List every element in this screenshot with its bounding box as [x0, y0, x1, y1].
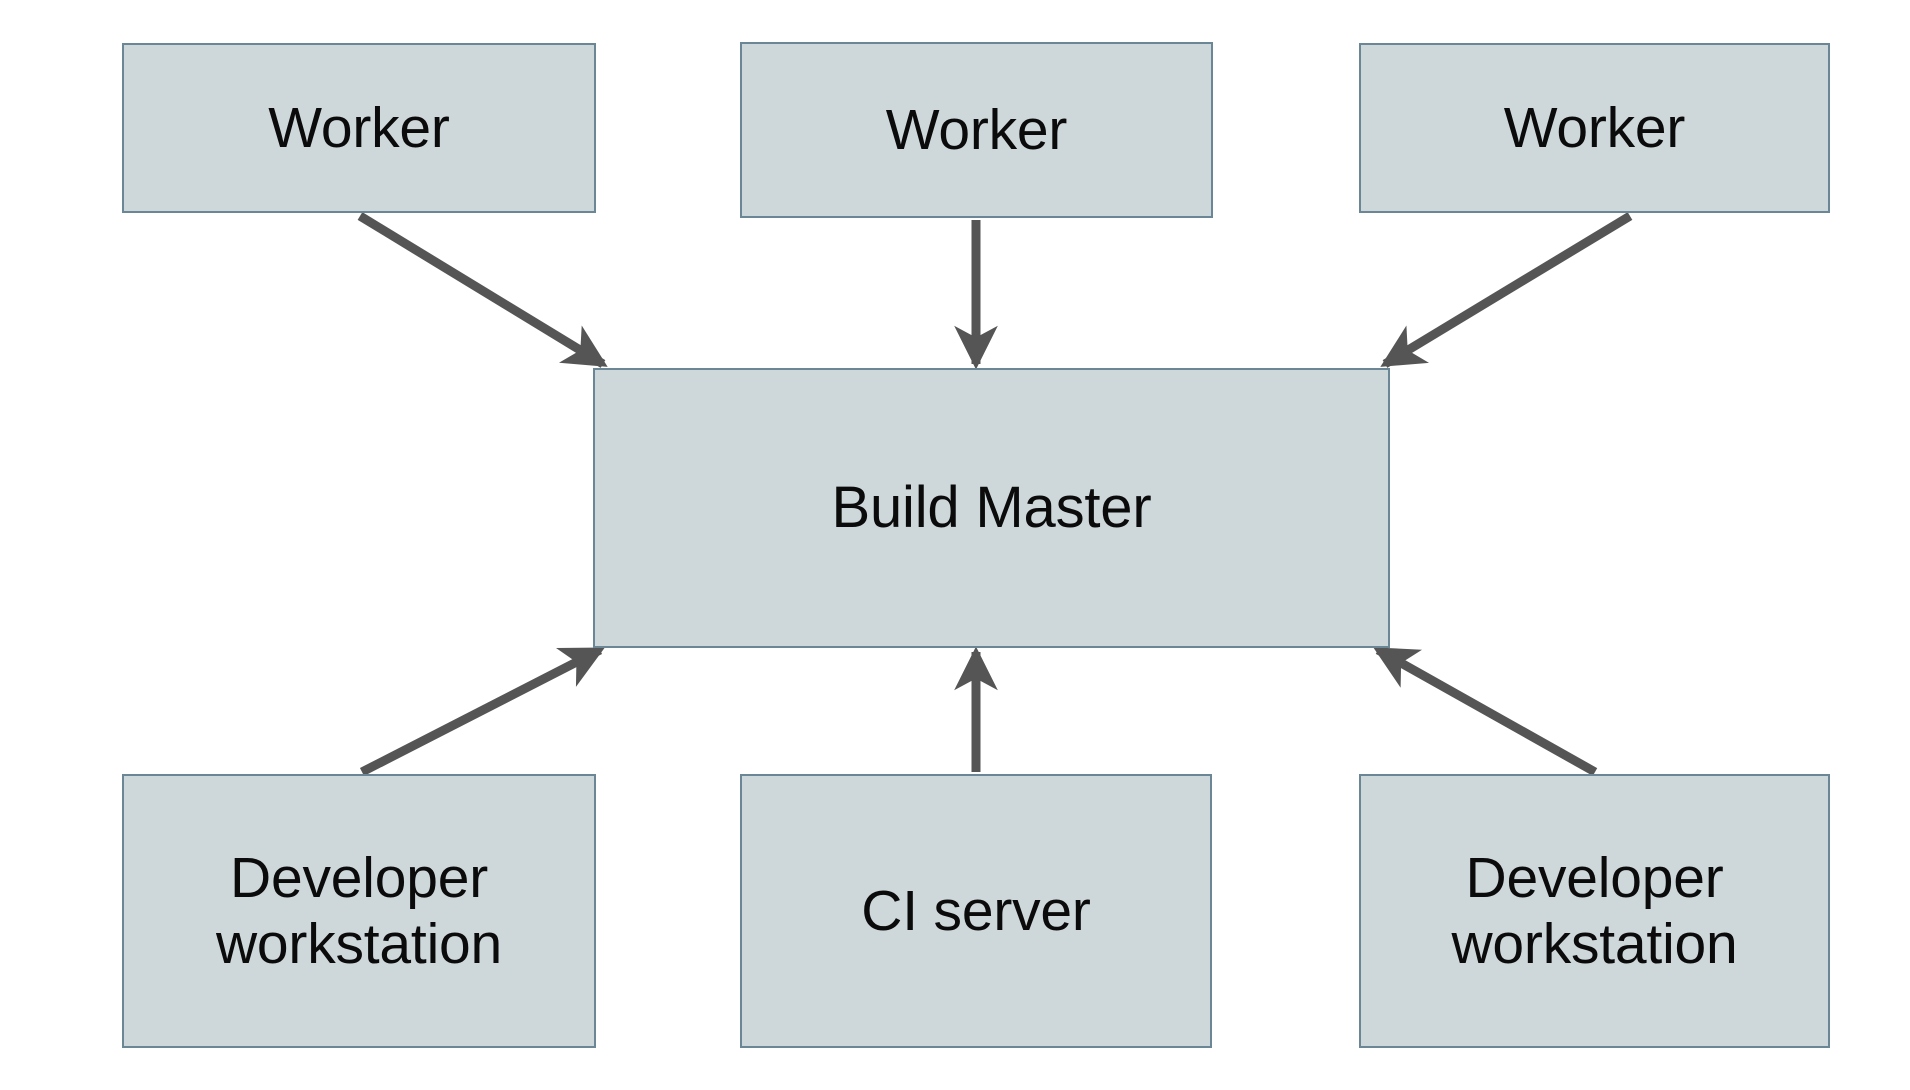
node-label-worker-center: Worker	[885, 97, 1068, 162]
node-label-build-master: Build Master	[831, 475, 1152, 541]
edge-dev-right-to-master	[1373, 646, 1598, 776]
node-worker-left[interactable]: Worker	[122, 43, 596, 213]
node-ci-server[interactable]: CI server	[740, 774, 1212, 1048]
node-label-ci-server: CI server	[861, 878, 1091, 943]
node-developer-workstation-left[interactable]: Developer workstation	[122, 774, 596, 1048]
node-worker-center[interactable]: Worker	[740, 42, 1213, 218]
edge-worker-right-to-master	[1380, 212, 1633, 368]
node-worker-right[interactable]: Worker	[1359, 43, 1830, 213]
edge-dev-left-to-master	[359, 645, 605, 777]
edge-worker-left-to-master	[357, 212, 608, 368]
node-label-worker-left: Worker	[268, 95, 450, 160]
node-label-developer-workstation-right: Developer workstation	[1451, 845, 1738, 976]
node-developer-workstation-right[interactable]: Developer workstation	[1359, 774, 1830, 1048]
node-build-master[interactable]: Build Master	[593, 368, 1390, 648]
node-label-worker-right: Worker	[1503, 95, 1686, 160]
node-label-developer-workstation-left: Developer workstation	[215, 845, 503, 976]
